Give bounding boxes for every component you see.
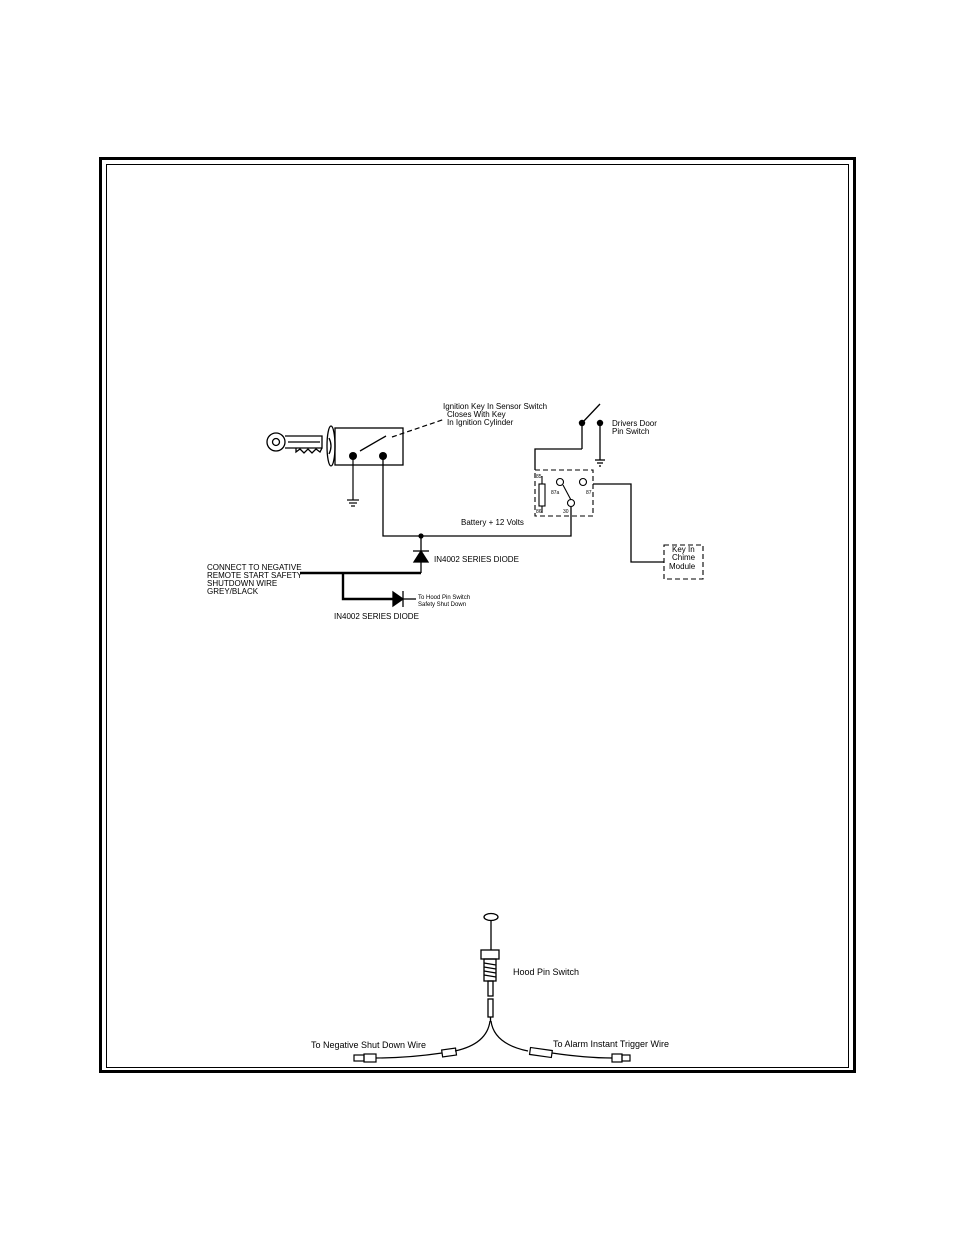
safety-shutdown-wire [300, 571, 421, 601]
hood-pin-wires [375, 1020, 613, 1059]
door-switch-terminal-right [596, 419, 604, 427]
connect-label-1: CONNECT TO NEGATIVE [207, 563, 302, 572]
relay-pin-86: 86 [536, 509, 542, 515]
connect-label-4: GREY/BLACK [207, 587, 259, 596]
battery-label: Battery + 12 Volts [461, 518, 524, 527]
ground-symbol [347, 456, 359, 507]
chime-module-label-2: Chime [672, 553, 696, 562]
relay-icon [534, 469, 594, 517]
battery-wire [382, 456, 572, 537]
chime-wire [593, 483, 664, 563]
diode-2-label: IN4002 SERIES DIODE [334, 612, 419, 621]
alarm-wire-connector-icon [528, 1046, 631, 1063]
door-switch-label-2: Pin Switch [612, 427, 649, 436]
door-switch-label-1: Drivers Door [612, 419, 657, 428]
connect-label-2: REMOTE START SAFETY [207, 571, 303, 580]
chime-module-box [663, 544, 704, 580]
door-switch-terminal-left [578, 419, 586, 427]
inner-border [106, 164, 849, 1068]
hood-pin-switch-label: Hood Pin Switch [513, 967, 579, 977]
hood-pin-switch-icon [480, 912, 500, 1022]
negative-wire-connector-icon [353, 1047, 458, 1063]
chime-module-label-1: Key In [672, 545, 695, 554]
door-pin-switch-icon [534, 403, 605, 470]
hood-shutdown-label-2: Safety Shut Down [418, 602, 466, 608]
hood-shutdown-label-1: To Hood Pin Switch [418, 595, 470, 601]
negative-wire-label: To Negative Shut Down Wire [311, 1040, 426, 1050]
sensor-leader-line [391, 418, 446, 438]
relay-pin-30: 30 [563, 509, 569, 515]
relay-pin-85: 85 [536, 474, 542, 480]
diode-1-icon [412, 536, 430, 573]
ignition-sensor-label-2: Closes With Key [447, 410, 506, 419]
ignition-sensor-label-1: Ignition Key In Sensor Switch [443, 402, 547, 411]
diode-1-label: IN4002 SERIES DIODE [434, 555, 519, 564]
outer-border [99, 157, 856, 1073]
diode-2-icon [392, 590, 416, 608]
chime-module-label-3: Module [669, 562, 696, 571]
ignition-cylinder-icon [326, 425, 404, 467]
connect-label-3: SHUTDOWN WIRE [207, 579, 277, 588]
relay-pin-87: 87 [586, 490, 592, 496]
alarm-wire-label: To Alarm Instant Trigger Wire [553, 1039, 669, 1049]
relay-pin-87a: 87a [551, 490, 560, 496]
ignition-key-icon [266, 432, 323, 454]
ignition-sensor-label-3: In Ignition Cylinder [447, 418, 514, 427]
